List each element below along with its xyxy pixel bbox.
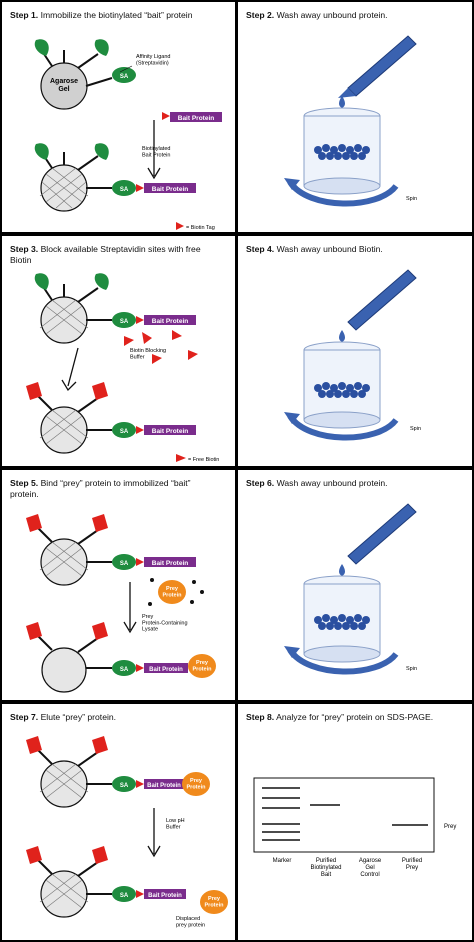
prey-band-label: Prey	[444, 824, 456, 830]
svg-text:Spin: Spin	[410, 426, 421, 432]
affinity-ligand-label: Affinity Ligand(Streptavidin)	[136, 54, 170, 66]
drop	[339, 96, 345, 108]
step-4-title: Step 4. Wash away unbound Biotin.	[246, 244, 383, 254]
free-biotin-cluster	[124, 330, 198, 364]
step-4-diagram: Spin	[284, 269, 421, 441]
svg-text:SA: SA	[120, 893, 129, 899]
svg-text:Bait Protein: Bait Protein	[147, 783, 181, 789]
step-2-title: Step 2. Wash away unbound protein.	[246, 10, 388, 20]
step-6-diagram: Spin	[284, 503, 417, 675]
step-2-diagram: Spin	[284, 35, 417, 207]
lane-label: Marker	[273, 858, 292, 864]
svg-text:Bait Protein: Bait Protein	[152, 428, 189, 435]
svg-text:Bait Protein: Bait Protein	[152, 560, 189, 567]
biotin-tag-legend: = Biotin Tag	[186, 225, 215, 231]
lysate-particles	[148, 578, 204, 606]
step-8-title: Step 8. Analyze for “prey” protein on SD…	[246, 712, 434, 722]
panel-step-8: Step 8. Analyze for “prey” protein on SD…	[238, 704, 472, 940]
panel-step-1: Step 1. Immobilize the biotinylated “bai…	[2, 2, 235, 232]
svg-text:SA: SA	[120, 561, 129, 567]
sa-leaf	[94, 39, 109, 56]
svg-text:Spin: Spin	[406, 666, 417, 672]
svg-text:Bait Protein: Bait Protein	[149, 667, 183, 673]
step-6-title: Step 6. Wash away unbound protein.	[246, 478, 388, 488]
sds-page-gel	[253, 777, 435, 853]
panel-step-5: Step 5. Bind “prey” protein to immobiliz…	[2, 470, 235, 700]
svg-text:SA: SA	[120, 319, 129, 325]
svg-text:SA: SA	[120, 429, 129, 435]
step-1-title: Step 1. Immobilize the biotinylated “bai…	[10, 10, 193, 20]
sa-leaf	[34, 39, 49, 56]
panel-step-7: Step 7. Elute “prey” protein. SA Bait Pr…	[2, 704, 235, 940]
svg-text:SA: SA	[120, 187, 129, 193]
free-biotin-legend: = Free Biotin	[188, 457, 219, 463]
svg-text:SA: SA	[120, 783, 129, 789]
svg-text:Bait Protein: Bait Protein	[152, 186, 189, 193]
gel-beads	[314, 144, 370, 160]
svg-text:SA: SA	[120, 667, 129, 673]
svg-text:Bait Protein: Bait Protein	[152, 318, 189, 325]
step-3-title: Step 3. Block available Streptavidin sit…	[10, 244, 201, 265]
spin-label: Spin	[406, 196, 417, 202]
bait-protein-label: Bait Protein	[178, 115, 215, 122]
svg-text:SA: SA	[120, 74, 129, 80]
panel-step-3: Step 3. Block available Streptavidin sit…	[2, 236, 235, 466]
marker-bands	[262, 787, 300, 841]
panel-step-4: Step 4. Wash away unbound Biotin. Spin	[238, 236, 472, 466]
sa-node	[112, 67, 136, 83]
prey-protein	[158, 580, 186, 604]
svg-text:Bait Protein: Bait Protein	[148, 893, 182, 899]
panel-step-2: Step 2. Wash away unbound protein. Spin	[238, 2, 472, 232]
step-5-title: Step 5. Bind “prey” protein to immobiliz…	[10, 478, 191, 499]
step-7-title: Step 7. Elute “prey” protein.	[10, 712, 117, 722]
panel-step-6: Step 6. Wash away unbound protein. Spin	[238, 470, 472, 700]
